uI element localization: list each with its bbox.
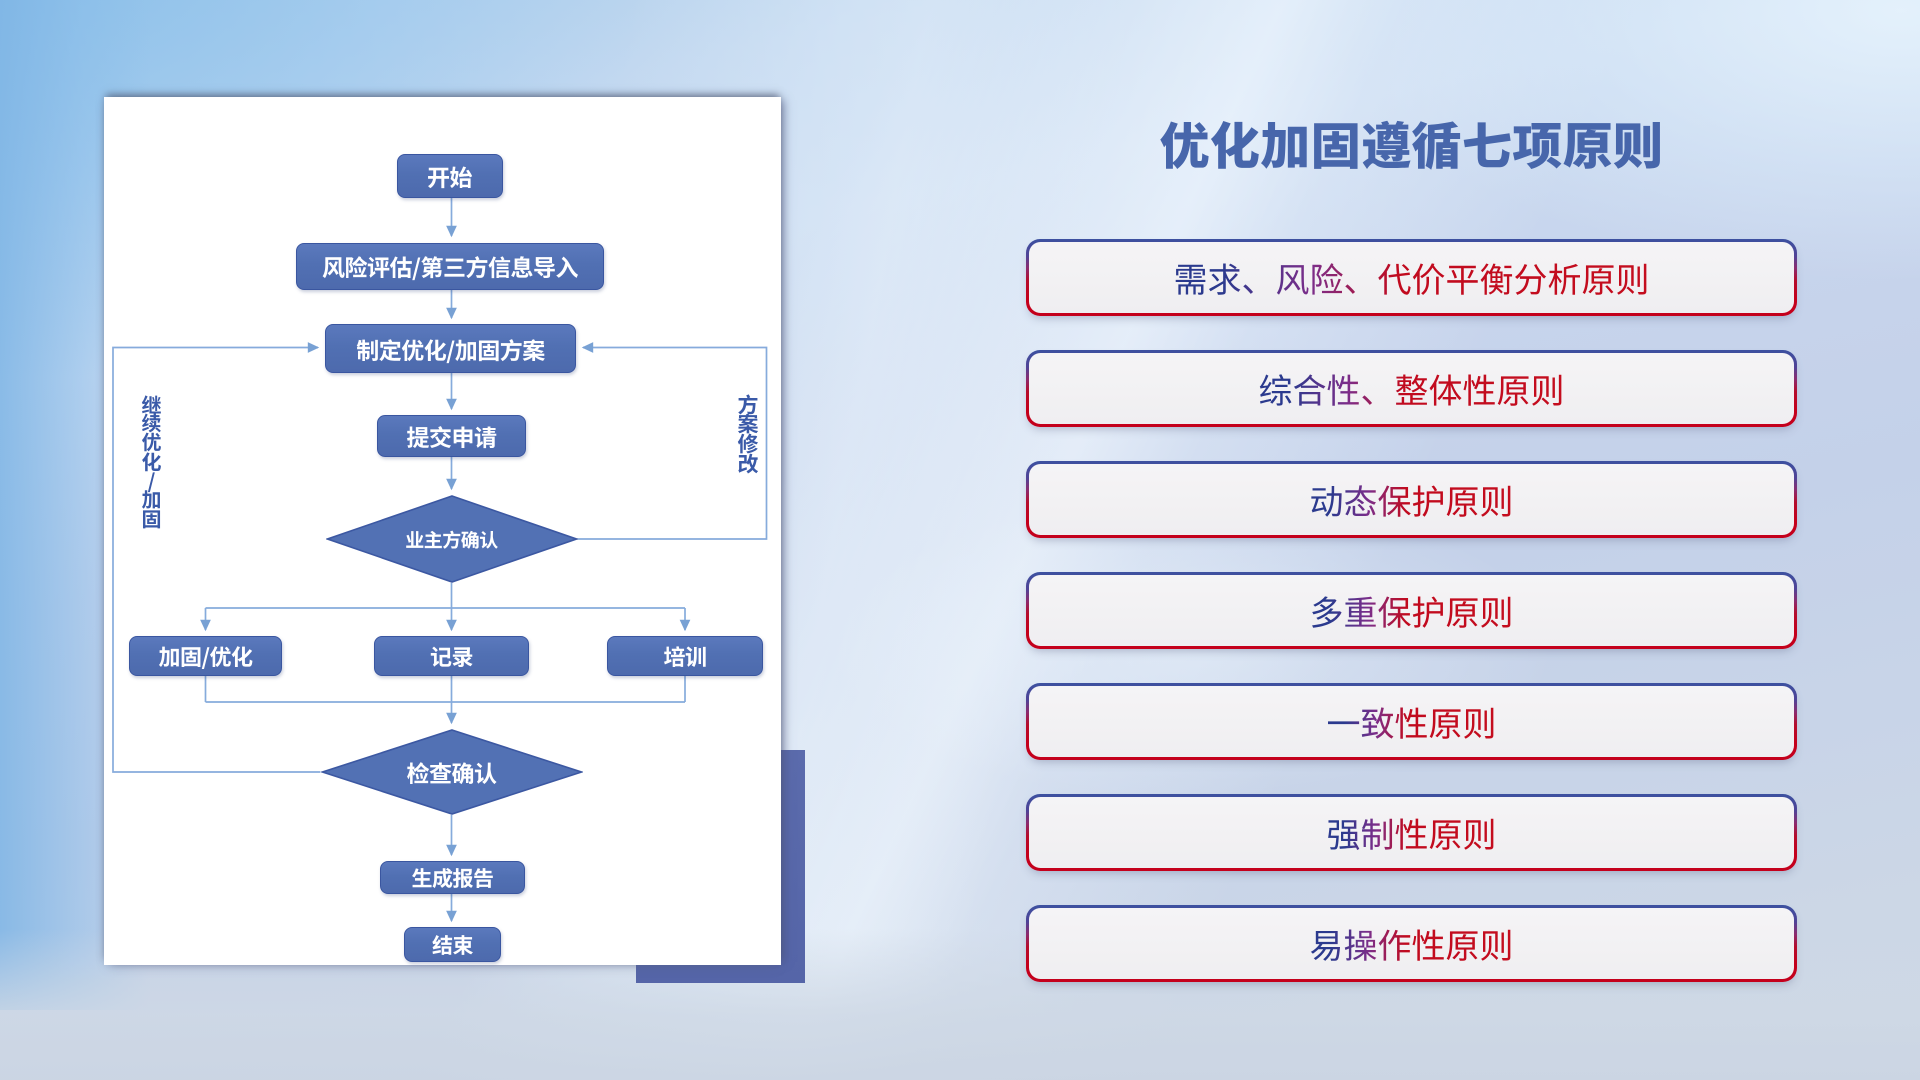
principle-card-4: 多重保护原则 — [1026, 572, 1797, 649]
flow-node-training: 培训 — [607, 636, 763, 676]
principle-card-3-label: 动态保护原则 — [1309, 474, 1514, 524]
flow-node-owner-confirm: 业主方确认 — [325, 495, 578, 583]
flow-connectors — [112, 198, 768, 923]
principle-card-1: 需求、风险、代价平衡分析原则 — [1026, 239, 1797, 316]
flow-node-start: 开始 — [396, 153, 503, 198]
flow-node-risk-assessment: 风险评估/第三方信息导入 — [296, 242, 604, 290]
flow-node-make-plan: 制定优化/加固方案 — [325, 324, 576, 373]
principle-card-6-surface: 强制性原则 — [1028, 796, 1795, 869]
principle-card-7-label: 易操作性原则 — [1309, 918, 1514, 968]
principle-card-7-surface: 易操作性原则 — [1028, 907, 1795, 980]
principle-card-5-surface: 一致性原则 — [1028, 685, 1795, 758]
principle-card-1-surface: 需求、风险、代价平衡分析原则 — [1028, 241, 1795, 314]
flow-edge-label-revise: 方案修改 — [733, 393, 763, 473]
flow-node-reinforce-optimize: 加固/优化 — [129, 636, 282, 676]
flow-node-submit-request: 提交申请 — [377, 415, 526, 457]
flow-node-end: 结束 — [404, 927, 501, 962]
principle-card-2-label: 综合性、整体性原则 — [1258, 363, 1565, 413]
flow-node-generate-report: 生成报告 — [380, 861, 525, 894]
principle-card-3-surface: 动态保护原则 — [1028, 463, 1795, 536]
principle-card-6: 强制性原则 — [1026, 794, 1797, 871]
flow-node-record: 记录 — [374, 636, 529, 676]
principle-card-3: 动态保护原则 — [1026, 461, 1797, 538]
principle-card-5-label: 一致性原则 — [1326, 696, 1497, 746]
principle-card-4-surface: 多重保护原则 — [1028, 574, 1795, 647]
principle-card-7: 易操作性原则 — [1026, 905, 1797, 982]
flow-node-owner-confirm-label: 业主方确认 — [405, 525, 498, 553]
principle-card-5: 一致性原则 — [1026, 683, 1797, 760]
flow-node-check-confirm: 检查确认 — [320, 729, 583, 815]
flowchart-card: 开始 风险评估/第三方信息导入 制定优化/加固方案 提交申请 业主方确认 加固/… — [104, 97, 781, 965]
page-title: 优化加固遵循七项原则 — [1159, 107, 1664, 179]
diamond-shape-icon — [320, 729, 583, 815]
principle-card-6-label: 强制性原则 — [1326, 807, 1497, 857]
flow-node-check-confirm-label: 检查确认 — [406, 755, 498, 789]
principle-card-1-label: 需求、风险、代价平衡分析原则 — [1173, 252, 1650, 302]
diamond-shape-icon — [325, 495, 578, 583]
flow-edge-label-continue: 继续优化/加固 — [137, 394, 166, 527]
principle-card-2-surface: 综合性、整体性原则 — [1028, 352, 1795, 425]
principle-card-4-label: 多重保护原则 — [1309, 585, 1514, 635]
principle-card-2: 综合性、整体性原则 — [1026, 350, 1797, 427]
